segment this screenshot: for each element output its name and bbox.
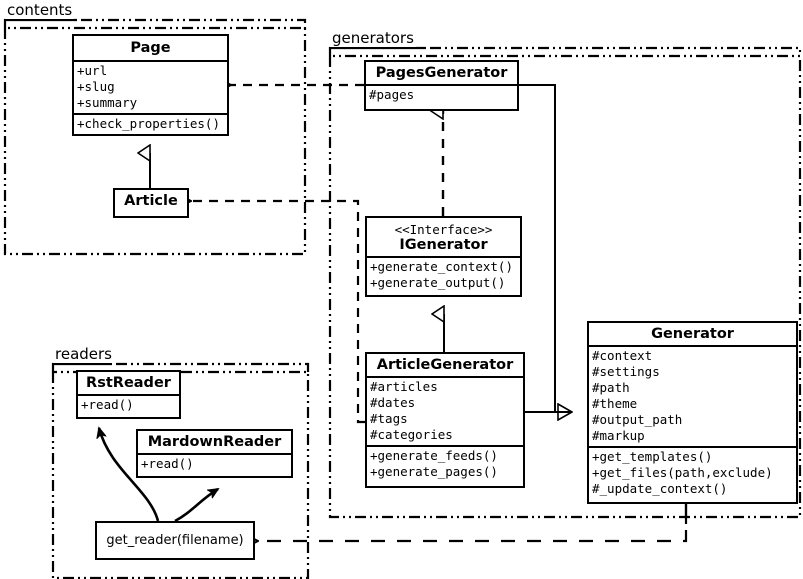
attribute-row: #pages [369, 87, 415, 102]
attribute-row: +url [77, 63, 108, 78]
class-box-pagesgenerator[interactable]: PagesGenerator #pages [364, 60, 519, 111]
package-label-contents: contents [5, 1, 75, 19]
class-box-mardownreader[interactable]: MardownReader +read() [136, 429, 293, 478]
attribute-row: #theme [592, 396, 638, 411]
function-box-get-reader[interactable]: get_reader(filename) [95, 521, 255, 560]
class-box-igenerator[interactable]: <<Interface>> IGenerator +generate_conte… [365, 216, 522, 297]
class-stereotype-igenerator: <<Interface>> [394, 222, 493, 237]
class-name-mardownreader: MardownReader [147, 434, 282, 450]
class-attributes-pagesgenerator: #pages [366, 84, 517, 105]
operation-row: +generate_pages() [370, 464, 498, 479]
attribute-row: #categories [370, 427, 453, 442]
operation-row: +check_properties() [77, 116, 220, 131]
package-label-readers: readers [53, 345, 114, 363]
class-operations-articlegenerator: +generate_feeds() +generate_pages() [367, 445, 523, 482]
operation-row: +get_templates() [592, 449, 713, 464]
class-box-articlegenerator[interactable]: ArticleGenerator #articles #dates #tags … [365, 352, 525, 488]
class-name-page: Page [130, 40, 171, 56]
class-name-rstreader: RstReader [86, 375, 171, 391]
class-attributes-generator: #context #settings #path #theme #output_… [589, 345, 796, 446]
class-name-article: Article [124, 193, 178, 209]
function-label-get-reader: get_reader(filename) [106, 533, 244, 548]
attribute-row: +slug [77, 79, 115, 94]
operation-row: +generate_context() [370, 259, 513, 274]
edge-generator-uses-get-reader [258, 504, 688, 541]
class-name-pagesgenerator: PagesGenerator [375, 65, 508, 81]
attribute-row: #tags [370, 411, 408, 426]
attribute-row: #markup [592, 428, 645, 443]
class-name-articlegenerator: ArticleGenerator [376, 357, 514, 373]
operation-row: +read() [81, 397, 134, 412]
class-operations-page: +check_properties() [74, 113, 227, 134]
operation-row: +read() [141, 456, 194, 471]
class-attributes-articlegenerator: #articles #dates #tags #categories [367, 376, 523, 445]
edge-get-reader-to-mardownreader [174, 487, 218, 523]
edge-generators-inherit-generator [519, 84, 572, 412]
class-operations-igenerator: +generate_context() +generate_output() [367, 256, 520, 293]
attribute-row: +summary [77, 95, 138, 110]
class-operations-mardownreader: +read() [138, 453, 291, 474]
class-box-article[interactable]: Article [113, 188, 189, 218]
class-name-igenerator: <<Interface>> IGenerator [367, 218, 520, 256]
class-attributes-page: +url +slug +summary [74, 60, 227, 113]
operation-row: +generate_feeds() [370, 448, 498, 463]
attribute-row: #settings [592, 364, 660, 379]
operation-row: #_update_context() [592, 481, 728, 496]
class-box-page[interactable]: Page +url +slug +summary +check_properti… [72, 34, 229, 136]
attribute-row: #output_path [592, 412, 683, 427]
operation-row: +get_files(path,exclude) [592, 465, 773, 480]
class-operations-rstreader: +read() [78, 394, 179, 415]
class-box-rstreader[interactable]: RstReader +read() [76, 370, 181, 419]
class-name-text-igenerator: IGenerator [399, 237, 488, 253]
package-label-generators: generators [330, 29, 416, 47]
attribute-row: #dates [370, 395, 416, 410]
operation-row: +generate_output() [370, 275, 506, 290]
edge-articlegenerator-uses-article [191, 201, 365, 424]
class-box-generator[interactable]: Generator #context #settings #path #them… [587, 321, 798, 504]
class-name-generator: Generator [651, 326, 734, 342]
attribute-row: #path [592, 380, 630, 395]
attribute-row: #articles [370, 379, 438, 394]
class-operations-generator: +get_templates() +get_files(path,exclude… [589, 446, 796, 499]
attribute-row: #context [592, 348, 653, 363]
